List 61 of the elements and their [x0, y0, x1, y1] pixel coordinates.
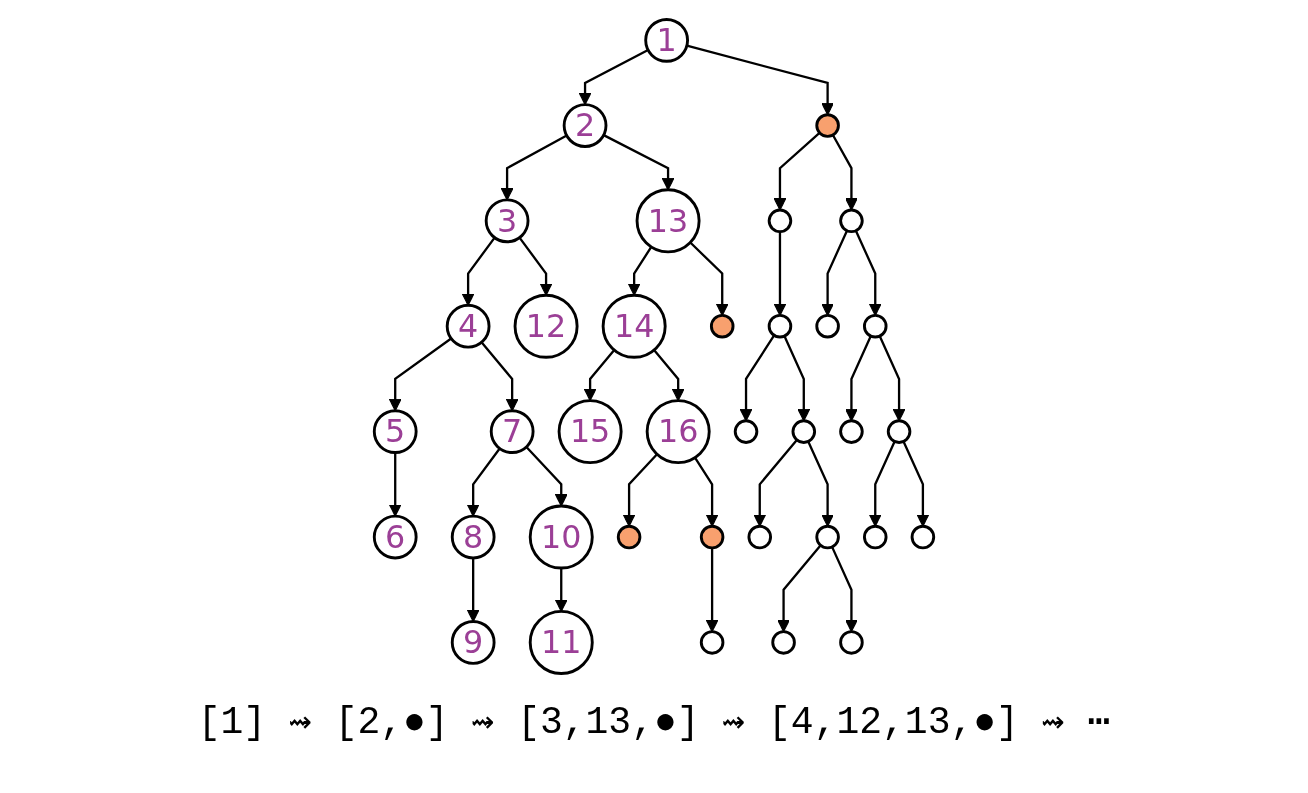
arrow [518, 237, 553, 296]
node-circle [616, 524, 642, 550]
arrow [878, 335, 906, 422]
arrow [845, 335, 872, 422]
arrow [902, 441, 930, 527]
arrow [739, 334, 776, 422]
arrow [466, 447, 501, 517]
node-circle [733, 419, 759, 444]
node-circle: 13 [635, 188, 701, 254]
arrow [461, 237, 496, 306]
node-circle: 15 [557, 399, 623, 465]
node-circle [815, 113, 840, 138]
arrow [821, 230, 849, 316]
arrow [807, 441, 834, 527]
node-circle: 8 [450, 514, 496, 560]
node-circle: 10 [528, 504, 594, 570]
arrow [854, 230, 882, 316]
node-circle [910, 524, 936, 550]
arrow [689, 241, 729, 316]
node-circle [815, 313, 840, 339]
node-circle: 11 [528, 609, 594, 675]
node-circle [767, 208, 793, 234]
arrow [868, 441, 896, 527]
arrow [500, 134, 568, 201]
node-circle [767, 313, 793, 339]
node-circle [839, 208, 864, 234]
node-circle [747, 524, 773, 550]
node-circle [839, 630, 864, 655]
arrow [831, 134, 858, 211]
node-circle [862, 313, 888, 339]
arrow [627, 246, 653, 296]
arrow [773, 131, 821, 211]
node-circle [815, 524, 840, 550]
node-circle: 14 [601, 293, 667, 359]
node-circle [699, 524, 725, 550]
node-circle [839, 419, 864, 444]
node-circle: 16 [645, 399, 711, 465]
arrow [773, 231, 787, 316]
node-circle: 9 [450, 620, 496, 665]
node-circle: 3 [484, 198, 530, 244]
node-circle: 1 [644, 18, 689, 63]
node-circle [771, 630, 796, 655]
node-circle [886, 419, 912, 444]
arrow [753, 439, 798, 527]
arrow [783, 335, 811, 422]
node-circle: 6 [372, 514, 418, 560]
sequence-text: [1] ⇝ [2,●] ⇝ [3,13,●] ⇝ [4,12,13,●] ⇝ ⋯ [197, 700, 1111, 744]
node-circle [709, 313, 735, 339]
node-circle: 7 [489, 409, 535, 454]
node-circle: 2 [562, 103, 608, 148]
arrow [388, 452, 402, 517]
node-circle: 12 [513, 293, 579, 359]
arrow [554, 568, 568, 612]
node-circle: 5 [372, 409, 418, 454]
node-circle [699, 630, 725, 655]
arrow [694, 457, 719, 527]
node-circle [862, 524, 888, 550]
arrow [525, 446, 568, 507]
arrow [622, 453, 658, 527]
node-circle: 4 [445, 303, 491, 349]
node-circle [791, 419, 817, 444]
